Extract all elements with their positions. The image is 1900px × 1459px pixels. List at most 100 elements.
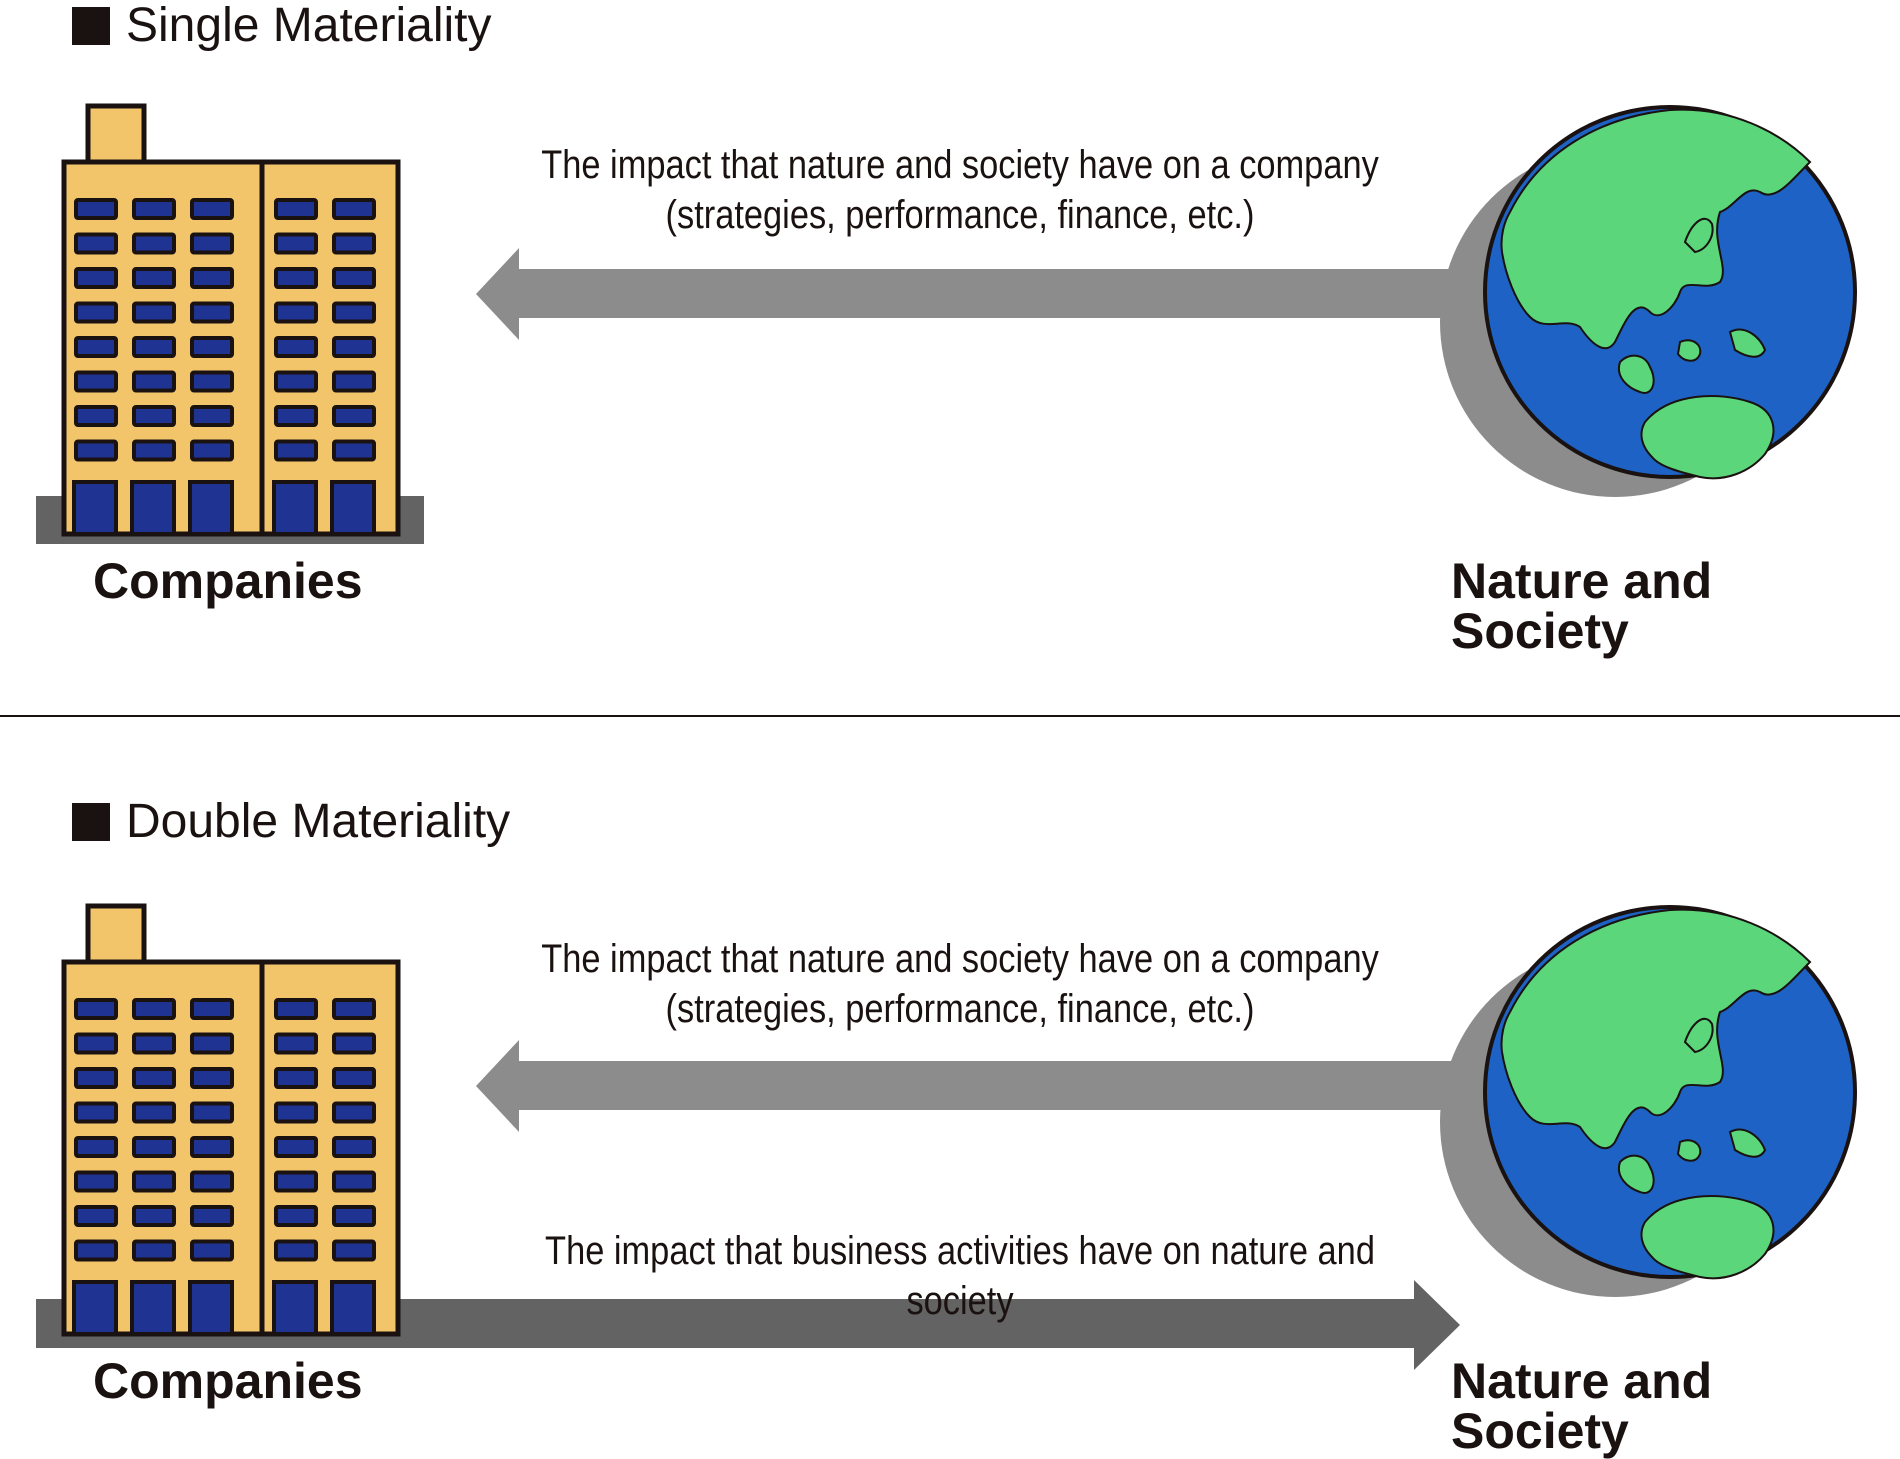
building-window <box>74 998 118 1020</box>
building-window <box>132 336 176 358</box>
building-window <box>332 370 376 393</box>
building-window <box>190 232 234 255</box>
building-window <box>74 267 118 289</box>
earth-globe-icon <box>1440 105 1857 497</box>
building-window <box>274 232 318 255</box>
building-window <box>274 336 318 358</box>
building-window <box>332 1101 376 1124</box>
impact-on-company-caption: The impact that nature and society have … <box>541 937 1379 1031</box>
building-window <box>74 1205 118 1227</box>
building-window <box>74 370 118 393</box>
building-window <box>332 301 376 324</box>
building-window <box>74 405 118 427</box>
building-door <box>330 480 376 536</box>
building-window <box>274 267 318 289</box>
building-window <box>190 1136 234 1158</box>
building-window <box>74 1101 118 1124</box>
building-window <box>190 370 234 393</box>
building-window <box>332 198 376 220</box>
building-window <box>332 1239 376 1262</box>
building-window <box>274 1136 318 1158</box>
building-door <box>72 480 118 536</box>
building-window <box>332 336 376 358</box>
building-window <box>74 1239 118 1262</box>
building-window <box>190 267 234 289</box>
building-window <box>190 301 234 324</box>
building-window <box>332 998 376 1020</box>
building-window <box>274 405 318 427</box>
impact-on-company-caption: The impact that nature and society have … <box>541 143 1379 237</box>
building-window <box>274 370 318 393</box>
nature-and-society-label: Nature and Society <box>1451 553 1713 659</box>
building-window <box>190 1101 234 1124</box>
building-window <box>132 405 176 427</box>
double-materiality-title-text: Double Materiality <box>126 795 511 848</box>
section-divider <box>0 715 1900 717</box>
building-window <box>332 1205 376 1227</box>
building-window <box>74 301 118 324</box>
companies-label: Companies <box>93 1353 363 1409</box>
building-door <box>188 480 234 536</box>
building-window <box>74 198 118 220</box>
building-door <box>72 1280 118 1336</box>
building-window <box>332 1170 376 1193</box>
building-window <box>132 1170 176 1193</box>
building-window <box>274 1239 318 1262</box>
title-square-bullet <box>72 7 110 45</box>
building-window <box>274 1032 318 1055</box>
building-window <box>132 1067 176 1089</box>
globe-land <box>1500 108 1812 480</box>
impact-on-company-arrow <box>476 1040 1476 1132</box>
title-square-bullet <box>72 803 110 841</box>
building-window <box>74 1067 118 1089</box>
impact-on-company-arrow <box>476 248 1476 340</box>
building-window <box>190 1239 234 1262</box>
building-window <box>132 370 176 393</box>
building-window <box>132 1136 176 1158</box>
building-window <box>274 1101 318 1124</box>
building-door <box>272 480 318 536</box>
building-window <box>332 1032 376 1055</box>
impact-on-nature-caption: The impact that business activities have… <box>545 1229 1375 1323</box>
building-window <box>132 301 176 324</box>
building-window <box>132 1101 176 1124</box>
building-window <box>274 1170 318 1193</box>
building-window <box>274 301 318 324</box>
companies-label: Companies <box>93 553 363 609</box>
building-window <box>332 232 376 255</box>
building-chimney <box>85 903 147 965</box>
building-window <box>190 405 234 427</box>
nature-and-society-label: Nature and Society <box>1451 1353 1713 1459</box>
building-window <box>74 1032 118 1055</box>
single-materiality-title: Single Materiality <box>72 2 491 50</box>
building-window <box>274 198 318 220</box>
building-window <box>74 336 118 358</box>
building-window <box>274 1205 318 1227</box>
building-chimney <box>85 103 147 165</box>
globe-land <box>1500 908 1812 1280</box>
building-window <box>190 1205 234 1227</box>
building-window <box>190 1170 234 1193</box>
office-building-icon <box>61 903 401 1337</box>
building-window <box>190 998 234 1020</box>
building-door <box>130 480 176 536</box>
building-window <box>332 439 376 462</box>
building-window <box>74 232 118 255</box>
building-door <box>188 1280 234 1336</box>
building-window <box>132 267 176 289</box>
building-door <box>330 1280 376 1336</box>
building-window <box>190 1067 234 1089</box>
building-window <box>274 998 318 1020</box>
building-window <box>332 267 376 289</box>
building-window <box>190 198 234 220</box>
building-door <box>130 1280 176 1336</box>
building-window <box>132 439 176 462</box>
building-window <box>132 232 176 255</box>
double-materiality-title: Double Materiality <box>72 798 510 846</box>
building-door <box>272 1280 318 1336</box>
building-window <box>74 1136 118 1158</box>
building-window <box>274 439 318 462</box>
office-building-icon <box>36 103 424 544</box>
building-window <box>132 198 176 220</box>
single-materiality-title-text: Single Materiality <box>126 0 492 52</box>
